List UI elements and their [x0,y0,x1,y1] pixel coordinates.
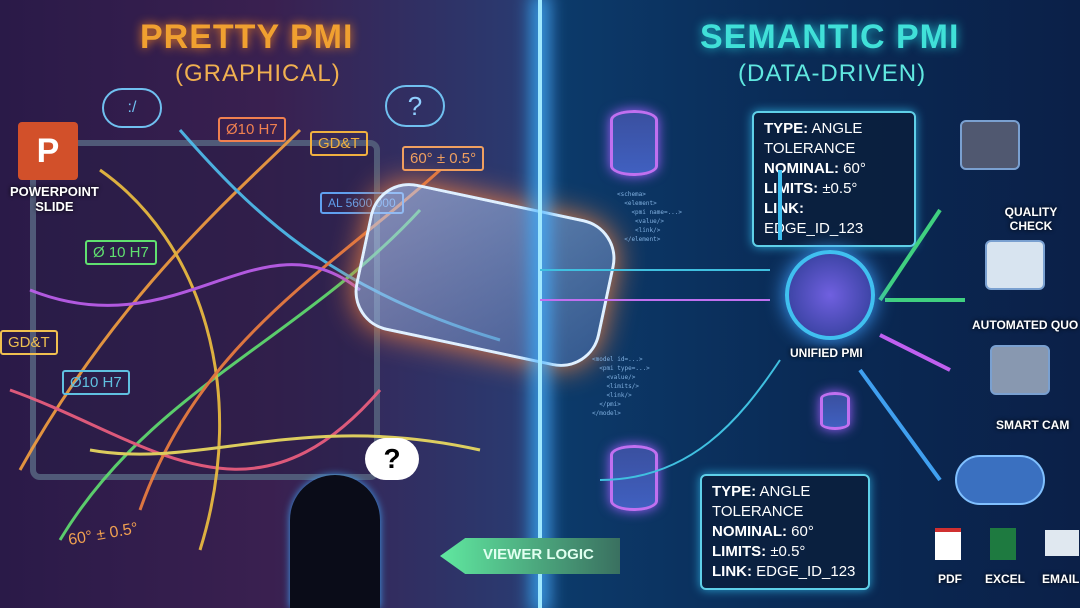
database-icon [820,392,850,430]
code-snippet: <schema> <element> <pmi name=...> <value… [617,191,683,243]
viewer-logic-arrow [440,538,620,574]
code-snippet: <model id=...> <pmi type=...> <value/> <… [592,356,650,417]
divider [538,0,542,608]
confused-bubble: :/ [102,88,162,128]
person-silhouette [290,475,380,608]
dashboard-icon [985,240,1045,290]
question-bubble: ? [385,85,445,127]
output-label: AUTOMATED QUO [972,318,1079,332]
pmi-tag: Ø 10 H7 [85,240,157,265]
pdf-icon [935,528,961,560]
right-subtitle: (DATA-DRIVEN) [738,60,927,87]
database-icon [610,110,658,176]
robot-arm-icon [960,120,1020,170]
file-label: EMAIL [1042,572,1080,586]
email-icon [1045,530,1079,556]
left-subtitle: (GRAPHICAL) [175,60,341,87]
cnc-machine-icon [990,345,1050,395]
thought-bubble: ? [365,438,419,480]
powerpoint-label: POWERPOINT SLIDE [10,184,99,214]
cloud-icon [955,455,1045,505]
left-title: PRETTY PMI [140,18,354,56]
excel-icon [990,528,1016,560]
data-flow-arrows [540,170,965,482]
file-label: PDF [938,572,962,586]
right-title: SEMANTIC PMI [700,18,960,56]
pmi-tag: GD&T [310,131,368,156]
pmi-tag: GD&T [0,330,58,355]
output-label: QUALITY CHECK [1004,205,1058,233]
brain-icon [785,250,875,340]
pmi-tag: 60° ± 0.5° [402,146,485,171]
powerpoint-icon: P [18,122,78,180]
pmi-info-card: TYPE: ANGLE TOLERANCE NOMINAL: 60° LIMIT… [700,474,870,590]
viewer-logic-label: VIEWER LOGIC [483,546,594,563]
hub-label: UNIFIED PMI [790,346,863,360]
pmi-tag: Ø10 H7 [62,370,130,395]
file-label: EXCEL [985,572,1026,586]
database-icon [610,445,658,511]
pmi-tag: Ø10 H7 [218,117,286,142]
output-label: SMART CAM [996,418,1070,432]
